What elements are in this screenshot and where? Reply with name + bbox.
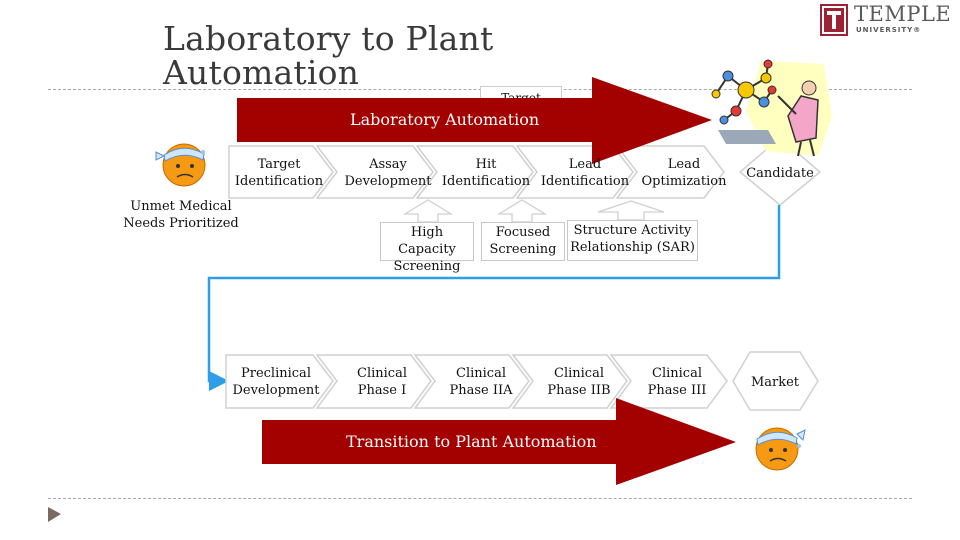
slide-title-line1: Laboratory to Plant xyxy=(163,19,494,58)
slide-title-line2: Automation xyxy=(163,53,360,92)
chevron-phase-iib xyxy=(511,354,628,409)
chevron-preclinical xyxy=(225,354,334,409)
chevron-phase-iia xyxy=(413,354,530,409)
logo-sub: UNIVERSITY® xyxy=(856,26,922,34)
plant-automation-arrow xyxy=(262,398,736,485)
lab-automation-label: Laboratory Automation xyxy=(350,110,540,129)
worried-face-icon xyxy=(155,143,206,187)
lab-automation-arrow xyxy=(237,77,712,164)
market-label: Market xyxy=(750,375,800,390)
chevron-hit-identification xyxy=(415,145,534,199)
chevron-lead-optimization xyxy=(615,145,725,199)
arrow-up-focused xyxy=(496,199,548,223)
market-hexagon xyxy=(732,351,819,411)
chevron-target-identification xyxy=(228,145,334,199)
connector-line xyxy=(207,205,781,391)
temple-logo: TEMPLE UNIVERSITY® xyxy=(820,2,951,38)
chevron-phase-iii xyxy=(609,354,728,409)
play-icon[interactable] xyxy=(48,507,61,522)
chevron-assay-development xyxy=(315,145,434,199)
worried-face-icon xyxy=(755,427,806,471)
arrow-up-high-capacity xyxy=(402,199,454,223)
slide-title: Laboratory to Plant Automation xyxy=(163,22,493,90)
plant-automation-label: Transition to Plant Automation xyxy=(346,432,597,451)
unmet-needs-label: Unmet Medical Needs Prioritized xyxy=(123,199,239,231)
scientist-molecule-icon xyxy=(711,59,832,157)
arrow-up-sar xyxy=(597,200,665,221)
candidate-label: Candidate xyxy=(746,166,814,181)
temple-t-icon xyxy=(820,4,848,36)
logo-name: TEMPLE xyxy=(854,2,952,26)
bottom-divider xyxy=(48,498,912,499)
chevron-phase-i xyxy=(315,354,432,409)
